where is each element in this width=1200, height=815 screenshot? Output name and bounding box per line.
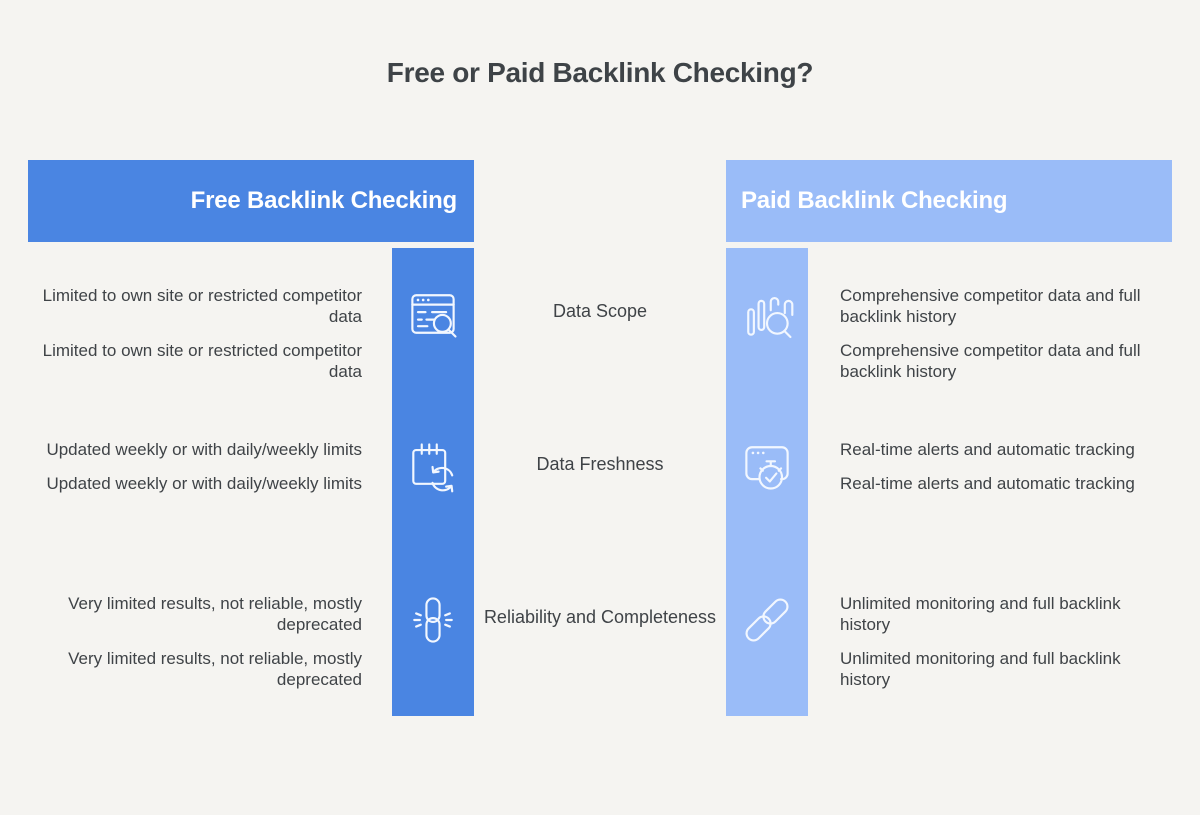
calendar-sync-icon [403, 436, 463, 496]
free-reliability-cell: Very limited results, not reliable, most… [40, 593, 362, 690]
free-reliability-item: Very limited results, not reliable, most… [68, 649, 362, 689]
paid-column-header: Paid Backlink Checking [726, 160, 1172, 242]
paid-reliability-item: Unlimited monitoring and full backlink h… [840, 649, 1121, 689]
free-data-scope-item: Limited to own site or restricted compet… [42, 286, 362, 326]
free-data-freshness-item: Updated weekly or with daily/weekly limi… [46, 440, 362, 459]
free-column-header-label: Free Backlink Checking [190, 187, 458, 214]
free-reliability-item: Very limited results, not reliable, most… [68, 594, 362, 634]
browser-search-icon [403, 284, 463, 344]
category-label-data-scope: Data Scope [552, 301, 648, 321]
paid-column-header-label: Paid Backlink Checking [741, 187, 1008, 214]
page-title: Free or Paid Backlink Checking? [386, 57, 814, 88]
paid-reliability-cell: Unlimited monitoring and full backlink h… [840, 593, 1172, 690]
paid-reliability-item: Unlimited monitoring and full backlink h… [840, 594, 1121, 634]
free-data-scope-item: Limited to own site or restricted compet… [42, 341, 362, 381]
chain-link-icon [737, 590, 797, 650]
category-label-data-freshness: Data Freshness [536, 454, 664, 474]
window-stopwatch-icon [737, 436, 797, 496]
paid-data-scope-item: Comprehensive competitor data and full b… [840, 341, 1141, 381]
paid-data-scope-cell: Comprehensive competitor data and full b… [840, 285, 1172, 382]
free-data-freshness-item: Updated weekly or with daily/weekly limi… [46, 474, 362, 493]
paid-data-freshness-cell: Real-time alerts and automatic tracking … [840, 439, 1172, 494]
paid-data-scope-item: Comprehensive competitor data and full b… [840, 286, 1141, 326]
free-column-header: Free Backlink Checking [28, 160, 474, 242]
category-label-reliability: Reliability and Completeness [483, 607, 717, 627]
chart-search-icon [737, 284, 797, 344]
sparkle-link-icon [403, 590, 463, 650]
paid-data-freshness-item: Real-time alerts and automatic tracking [840, 440, 1135, 459]
free-data-freshness-cell: Updated weekly or with daily/weekly limi… [40, 439, 362, 494]
free-data-scope-cell: Limited to own site or restricted compet… [40, 285, 362, 382]
paid-data-freshness-item: Real-time alerts and automatic tracking [840, 474, 1135, 493]
